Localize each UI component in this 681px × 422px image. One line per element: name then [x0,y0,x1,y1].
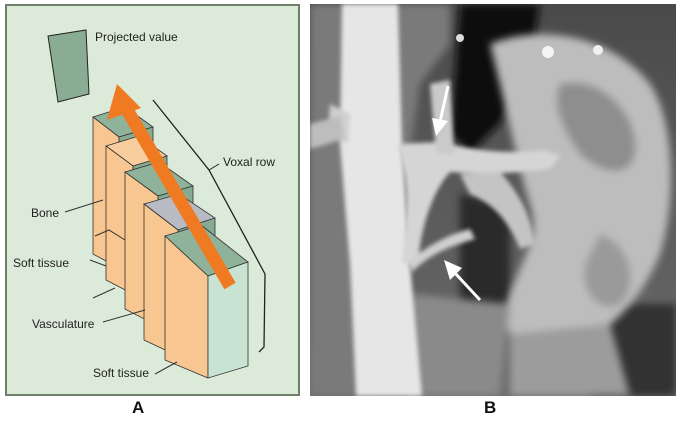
panel-b-ct-image [310,4,676,396]
panel-a-letter: A [132,398,144,418]
voxel-row-label: Voxal row [223,155,275,169]
panel-a-diagram: Projected value Voxal row Bone Soft tiss… [5,4,300,396]
projected-value-label: Projected value [95,30,178,44]
bone-label: Bone [31,206,59,220]
vasculature-label: Vasculature [32,317,95,331]
soft-tissue-bottom-label: Soft tissue [93,366,149,380]
panel-b-letter: B [484,398,496,418]
soft-tissue-top-label: Soft tissue [13,256,69,270]
